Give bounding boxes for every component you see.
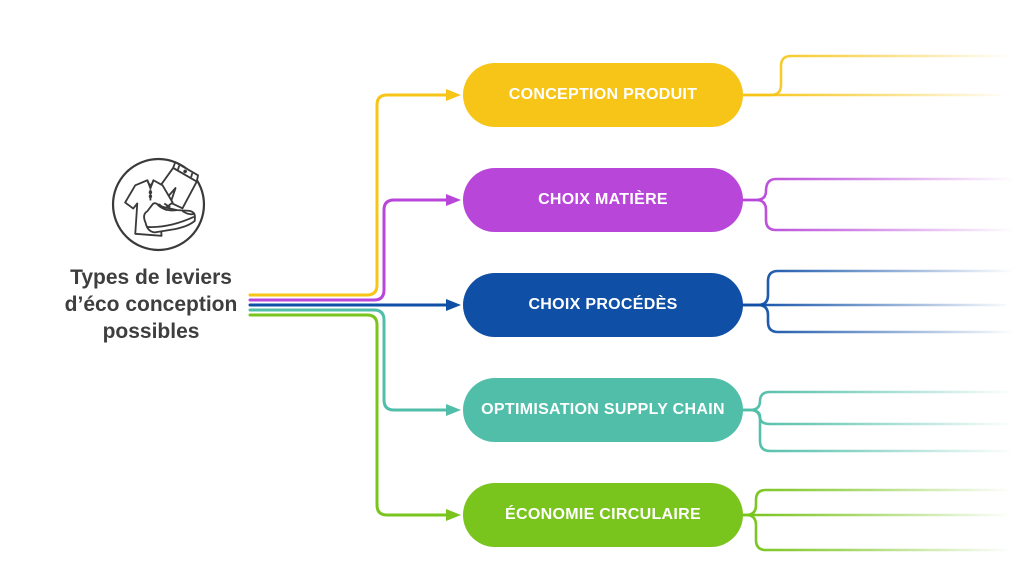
- node-optimisation-supply-chain[interactable]: OPTIMISATION SUPPLY CHAIN: [463, 378, 743, 442]
- root-title-line: Types de leviers: [70, 266, 232, 289]
- node-choix-procedes[interactable]: CHOIX PROCÉDÈS: [463, 273, 743, 337]
- sub-branches-optimisation-supply-chain: [741, 390, 1016, 453]
- trunk-branch-economie-circulaire: [248, 313, 461, 521]
- clothing-items-icon: [111, 157, 206, 252]
- sub-branches-choix-procedes: [741, 269, 1016, 334]
- node-label: ÉCONOMIE CIRCULAIRE: [505, 506, 701, 523]
- node-economie-circulaire[interactable]: ÉCONOMIE CIRCULAIRE: [463, 483, 743, 547]
- sub-branches-economie-circulaire: [741, 488, 1012, 552]
- node-label: CHOIX MATIÈRE: [538, 191, 668, 208]
- sub-branches-choix-matiere: [741, 177, 1016, 232]
- node-conception-produit[interactable]: CONCEPTION PRODUIT: [463, 63, 743, 127]
- node-label: CONCEPTION PRODUIT: [508, 86, 698, 103]
- root-title-line: possibles: [102, 320, 200, 343]
- root-title: Types de leviers d’éco conception possib…: [20, 264, 282, 345]
- node-choix-matiere[interactable]: CHOIX MATIÈRE: [463, 168, 743, 232]
- node-label: OPTIMISATION SUPPLY CHAIN: [481, 401, 725, 418]
- sub-branches-conception-produit: [741, 54, 1014, 97]
- node-label: CHOIX PROCÉDÈS: [528, 296, 678, 313]
- root-title-line: d’éco conception: [64, 293, 238, 316]
